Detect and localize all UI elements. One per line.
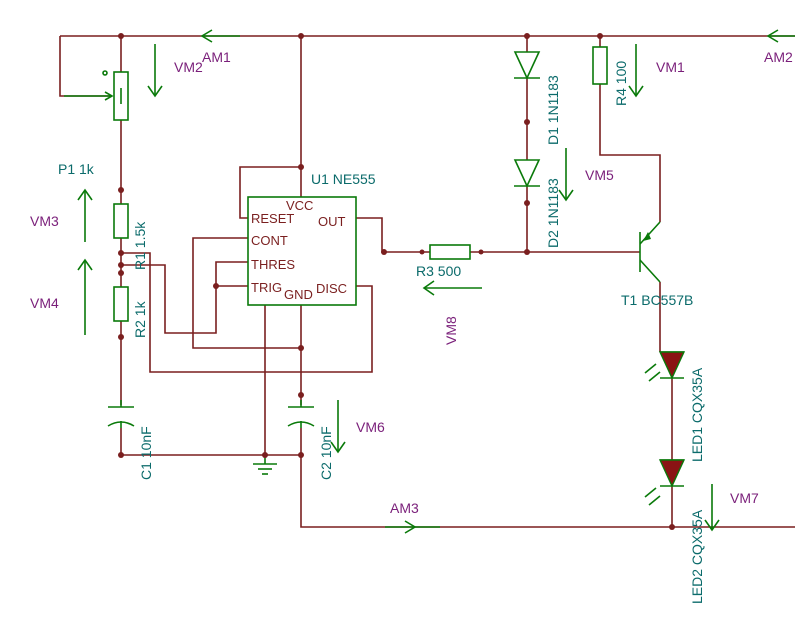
- voltmeter-vm2: VM2: [147, 44, 203, 98]
- vm2-label: VM2: [174, 59, 203, 75]
- transistor-t1: T1 BC557B: [621, 221, 693, 308]
- junction: [298, 345, 304, 351]
- voltmeter-vm6: VM6: [330, 400, 385, 454]
- led2-label: LED2 CQX35A: [689, 509, 705, 604]
- capacitor-c1: C1 10nF: [107, 400, 154, 480]
- diode-d1: D1 1N1183: [513, 51, 561, 145]
- junction: [262, 452, 268, 458]
- junction: [381, 249, 387, 255]
- pin-out: OUT: [318, 214, 346, 229]
- pin-cont: CONT: [251, 233, 288, 248]
- junction: [298, 164, 304, 170]
- junction: [669, 524, 675, 530]
- vm1-label: VM1: [656, 59, 685, 75]
- am3-label: AM3: [390, 500, 419, 516]
- pin-thres: THRES: [251, 257, 295, 272]
- led-led1: LED1 CQX35A: [644, 351, 705, 462]
- r4-label: R4 100: [613, 61, 629, 106]
- voltmeter-vm1: VM1: [628, 44, 685, 98]
- pin-disc: DISC: [316, 281, 347, 296]
- junction: [213, 283, 219, 289]
- junction: [118, 187, 124, 193]
- d2-label: D2 1N1183: [545, 178, 561, 248]
- junction: [298, 452, 304, 458]
- ammeter-am1: AM1: [200, 29, 240, 65]
- vm6-label: VM6: [356, 419, 385, 435]
- junction: [298, 392, 304, 398]
- am2-label: AM2: [764, 49, 793, 65]
- r1-label: R1 1.5k: [132, 221, 148, 270]
- junction: [597, 33, 603, 39]
- u1-label: U1 NE555: [311, 171, 376, 187]
- led-led2: LED2 CQX35A: [644, 459, 705, 604]
- junction: [524, 119, 530, 125]
- junction: [524, 249, 530, 255]
- diode-d2: D2 1N1183: [513, 159, 561, 248]
- pin-vcc: VCC: [286, 198, 313, 213]
- ammeter-am2: AM2: [764, 29, 795, 65]
- vm4-label: VM4: [30, 295, 59, 311]
- ic-u1-ne555: U1 NE555 VCC RESET OUT CONT THRES TRIG G…: [247, 171, 376, 306]
- resistor-r4: R4 100: [592, 46, 629, 106]
- pin-reset: RESET: [251, 211, 294, 226]
- junction: [524, 200, 530, 206]
- r2-label: R2 1k: [132, 300, 148, 338]
- junction: [118, 334, 124, 340]
- resistor-r2: R2 1k: [113, 286, 148, 338]
- potentiometer-p1: P1 1k: [58, 70, 129, 177]
- junction: [118, 33, 124, 39]
- junction: [118, 452, 124, 458]
- junctions: [118, 33, 675, 530]
- junction: [118, 262, 124, 268]
- resistor-r1: R1 1.5k: [113, 203, 148, 270]
- junction: [118, 270, 124, 276]
- junction: [298, 33, 304, 39]
- d1-label: D1 1N1183: [545, 75, 561, 145]
- voltmeter-vm7: VM7: [704, 484, 759, 532]
- capacitor-c2: C2 10nF: [287, 400, 334, 480]
- ground-icon: [253, 458, 277, 475]
- pin-trig: TRIG: [251, 280, 282, 295]
- wires: [59, 35, 795, 528]
- p1-label: P1 1k: [58, 161, 95, 177]
- am1-label: AM1: [202, 49, 231, 65]
- voltmeter-vm4: VM4: [30, 258, 93, 335]
- vm5-label: VM5: [585, 167, 614, 183]
- junction: [118, 250, 124, 256]
- ammeter-am3: AM3: [385, 500, 440, 534]
- junction: [524, 33, 530, 39]
- vm3-label: VM3: [30, 213, 59, 229]
- pin-gnd: GND: [284, 287, 313, 302]
- voltmeter-vm3: VM3: [30, 188, 93, 242]
- c1-label: C1 10nF: [138, 426, 154, 480]
- voltmeter-vm8: VM8: [422, 280, 482, 345]
- vm8-label: VM8: [443, 316, 459, 345]
- vm7-label: VM7: [730, 490, 759, 506]
- resistor-r3: R3 500: [416, 244, 484, 279]
- t1-label: T1 BC557B: [621, 292, 693, 308]
- c2-label: C2 10nF: [318, 426, 334, 480]
- voltmeter-vm5: VM5: [558, 148, 614, 202]
- led1-label: LED1 CQX35A: [689, 367, 705, 462]
- r3-label: R3 500: [416, 263, 461, 279]
